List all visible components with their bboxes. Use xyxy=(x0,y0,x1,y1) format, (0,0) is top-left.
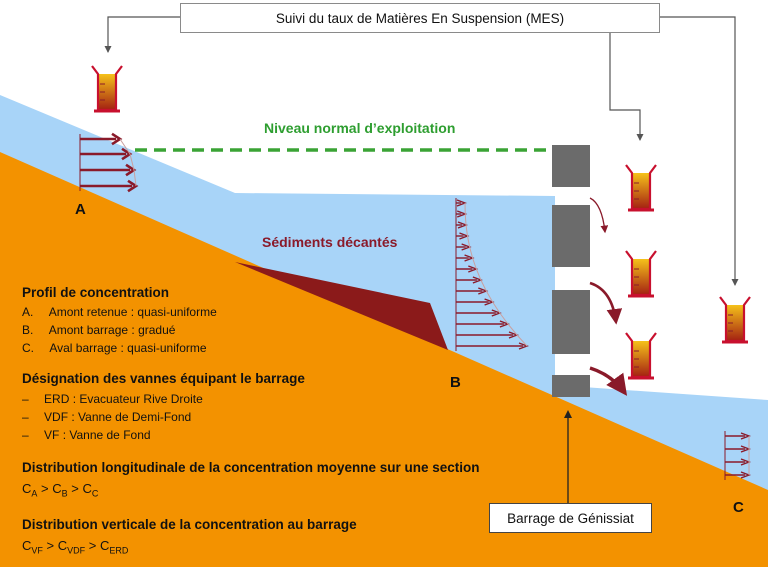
sediment-deposit xyxy=(235,262,448,350)
connector-to-dam xyxy=(609,31,644,141)
formula-subscript: VF xyxy=(31,545,43,556)
profile-envelope xyxy=(119,138,137,187)
dam-block xyxy=(552,290,590,354)
connector-to-c xyxy=(658,16,739,286)
formula-subscript: B xyxy=(61,488,68,499)
profil-item: A. Amont retenue : quasi-uniforme xyxy=(22,305,217,319)
vannes-item: – VF : Vanne de Fond xyxy=(22,428,151,442)
formula-symbol: C xyxy=(57,538,68,553)
vannes-item-marker: – xyxy=(22,410,29,424)
verticale-formula: CVF > CVDF > CERD xyxy=(22,538,128,556)
formula-symbol: C xyxy=(22,481,32,496)
vannes-heading: Désignation des vannes équipant le barra… xyxy=(22,371,305,386)
profil-heading: Profil de concentration xyxy=(22,285,170,300)
title-text: Suivi du taux de Matières En Suspension … xyxy=(275,10,565,26)
formula-subscript: C xyxy=(91,488,99,499)
formula-symbol: C xyxy=(99,538,110,553)
formula-subscript: A xyxy=(31,488,38,499)
point-b-label: B xyxy=(450,374,461,391)
profil-item-text: Amont barrage : gradué xyxy=(48,323,176,337)
point-c-label: C xyxy=(733,499,744,516)
profile-b xyxy=(455,198,529,351)
monitoring-connectors xyxy=(104,16,739,286)
dam xyxy=(552,145,590,397)
profile-c xyxy=(724,431,751,480)
formula-subscript: VDF xyxy=(67,545,86,556)
vdf-outflow-arrow xyxy=(589,281,623,325)
erd-outflow-arrow xyxy=(589,197,609,234)
sample-beaker-icon xyxy=(624,163,658,212)
formula-operator: > xyxy=(88,538,97,553)
vannes-item-text: ERD : Evacuateur Rive Droite xyxy=(44,392,203,406)
barrage-box: Barrage de Génissiat xyxy=(489,503,652,533)
verticale-heading: Distribution verticale de la concentrati… xyxy=(22,517,357,532)
profil-item: C. Aval barrage : quasi-uniforme xyxy=(22,341,207,355)
profil-item-text: Amont retenue : quasi-uniforme xyxy=(48,305,217,319)
formula-operator: > xyxy=(71,481,79,496)
sample-beaker-icon xyxy=(624,249,658,298)
profil-item-marker: B. xyxy=(22,323,34,337)
vannes-item: – VDF : Vanne de Demi-Fond xyxy=(22,410,191,424)
gate-vdf-label: VDF xyxy=(595,272,620,286)
longitudinale-heading: Distribution longitudinale de la concent… xyxy=(22,460,480,475)
vannes-item-marker: – xyxy=(22,392,29,406)
sediments-label: Sédiments décantés xyxy=(262,234,398,250)
niveau-label: Niveau normal d’exploitation xyxy=(264,120,456,136)
profil-item-marker: C. xyxy=(22,341,34,355)
vf-outflow-arrow xyxy=(589,366,628,396)
profil-item-marker: A. xyxy=(22,305,34,319)
profil-item-text: Aval barrage : quasi-uniforme xyxy=(49,341,207,355)
vannes-item-marker: – xyxy=(22,428,29,442)
gate-vf-label: VF xyxy=(604,352,620,366)
barrage-label: Barrage de Génissiat xyxy=(507,510,634,526)
dam-block xyxy=(552,375,590,397)
formula-symbol: C xyxy=(82,481,92,496)
vannes-item-text: VDF : Vanne de Demi-Fond xyxy=(44,410,192,424)
gate-erd-label: ERD xyxy=(597,185,624,199)
ground-mass xyxy=(0,152,768,567)
sample-beaker-icon xyxy=(718,295,752,344)
connector-to-a xyxy=(104,16,180,53)
dam-block xyxy=(552,205,590,267)
vannes-item: – ERD : Evacuateur Rive Droite xyxy=(22,392,203,406)
formula-subscript: ERD xyxy=(109,545,129,556)
sample-beaker-icon xyxy=(90,64,124,113)
profil-item: B. Amont barrage : gradué xyxy=(22,323,175,337)
formula-operator: > xyxy=(46,538,55,553)
dam-block xyxy=(552,145,590,187)
longitudinale-formula: CA > CB > CC xyxy=(22,481,98,499)
title-box: Suivi du taux de Matières En Suspension … xyxy=(180,3,660,33)
sample-beaker-icon xyxy=(624,331,658,380)
formula-operator: > xyxy=(41,481,49,496)
vannes-item-text: VF : Vanne de Fond xyxy=(44,428,151,442)
profile-envelope xyxy=(464,202,528,347)
formula-symbol: C xyxy=(52,481,62,496)
point-a-label: A xyxy=(75,201,86,218)
formula-symbol: C xyxy=(22,538,32,553)
profile-a xyxy=(79,132,139,193)
